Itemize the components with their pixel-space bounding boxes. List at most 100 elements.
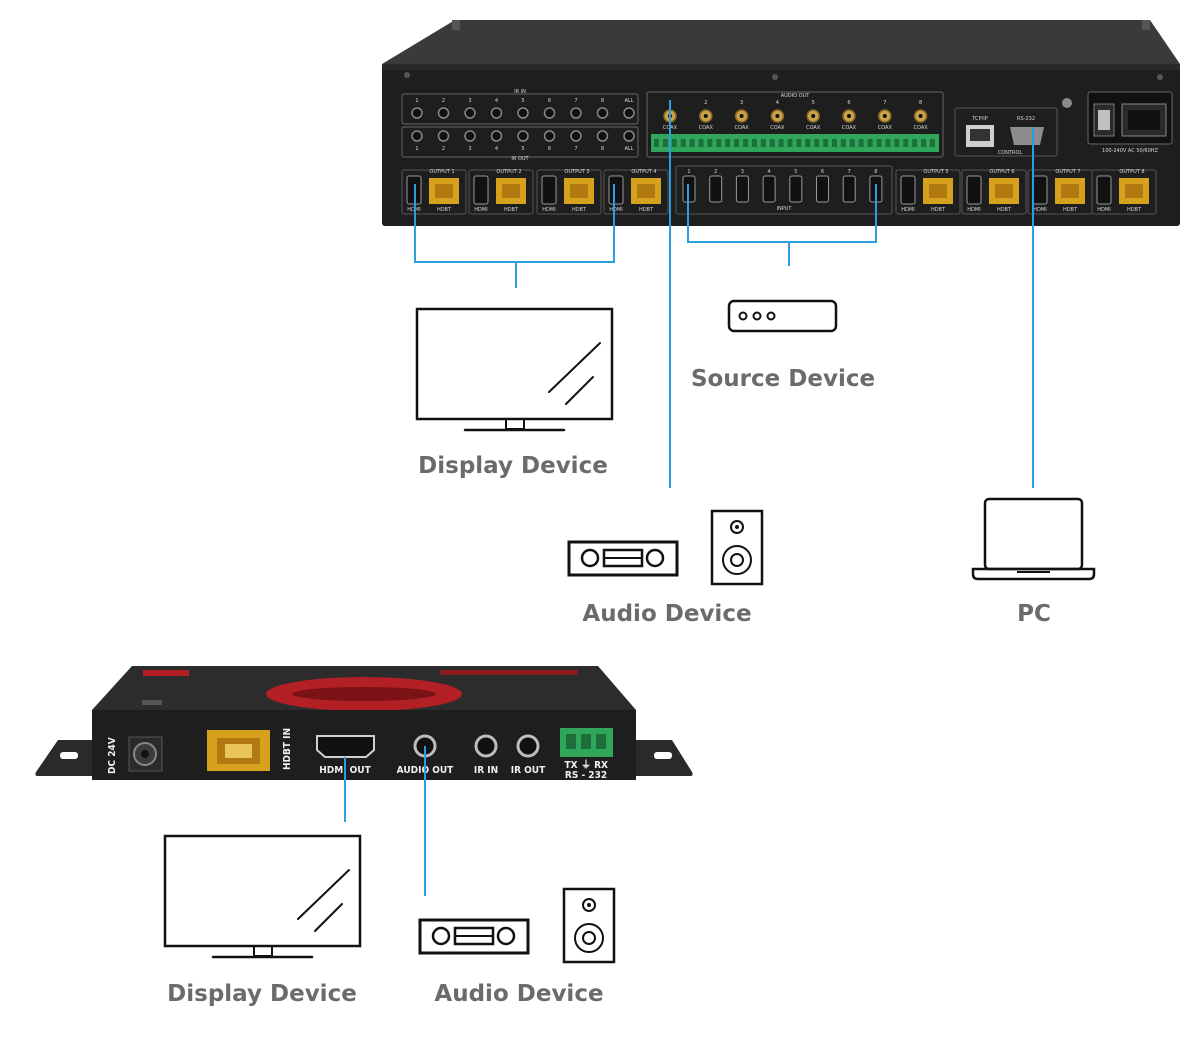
wire-inputs-to-source	[687, 184, 877, 243]
ir-in-jack[interactable]	[464, 107, 476, 119]
hdmi-port[interactable]	[1096, 175, 1112, 205]
ir-out-number: 5	[521, 146, 524, 152]
ir-in-jack[interactable]	[543, 107, 556, 119]
output-block	[468, 169, 534, 215]
audio-label-bottom: Audio Device	[434, 981, 603, 1007]
ir-out-number: 6	[548, 146, 551, 152]
input-hdmi-port[interactable]	[842, 175, 856, 203]
ir-in-label: IR IN	[474, 765, 498, 776]
ir-in-jack[interactable]	[596, 107, 609, 119]
tx-label: TX	[564, 760, 577, 771]
hdmi-label: HDMI	[1033, 207, 1046, 213]
ir-out-title: IR OUT	[511, 156, 529, 162]
ir-out-jack[interactable]	[411, 130, 423, 142]
input-number: 3	[741, 169, 744, 175]
laptop-icon	[971, 497, 1096, 581]
hdmi-label: HDMI	[542, 207, 555, 213]
ir-in-number: 2	[442, 98, 445, 104]
hdbt-label: HDBT	[639, 207, 654, 213]
input-hdmi-port[interactable]	[762, 175, 776, 203]
ir-out-jack[interactable]	[464, 130, 476, 142]
input-hdmi-port[interactable]	[735, 175, 749, 203]
display-label-bottom: Display Device	[167, 981, 357, 1007]
source-label: Source Device	[691, 366, 875, 392]
ir-in-number: 8	[601, 98, 604, 104]
input-number: 7	[848, 169, 851, 175]
hdmi-port[interactable]	[608, 175, 624, 205]
amplifier-icon	[418, 918, 530, 955]
ir-out-jack[interactable]	[570, 130, 582, 142]
ir-out-port[interactable]	[516, 734, 540, 758]
output-label: OUTPUT 1	[429, 169, 454, 175]
hdbt-label: HDBT	[1127, 207, 1142, 213]
input-number: 8	[874, 169, 877, 175]
ir-out-number: 3	[468, 146, 471, 152]
ir-in-port[interactable]	[474, 734, 498, 758]
output-label: OUTPUT 6	[989, 169, 1014, 175]
ir-out-number: 8	[601, 146, 604, 152]
ir-in-number: 5	[521, 98, 524, 104]
input-number: 6	[821, 169, 824, 175]
hdmi-out-port[interactable]	[316, 735, 375, 758]
input-hdmi-port[interactable]	[709, 175, 723, 203]
ir-out-jack[interactable]	[517, 130, 529, 142]
output-label: OUTPUT 4	[631, 169, 656, 175]
output-label: OUTPUT 8	[1119, 169, 1144, 175]
hdbt-label: HDBT	[1063, 207, 1078, 213]
output-block	[961, 169, 1027, 215]
input-hdmi-port[interactable]	[816, 175, 829, 203]
ir-in-jack[interactable]	[490, 107, 503, 119]
output-label: OUTPUT 3	[564, 169, 589, 175]
output-label: OUTPUT 2	[496, 169, 521, 175]
ir-in-jack[interactable]	[570, 107, 582, 119]
audio-out-block: AUDIO OUT 1COAX2COAX3COAX4COAX5COAX6COAX…	[646, 91, 944, 158]
coax-number: 4	[776, 100, 779, 106]
ir-out-jack[interactable]	[490, 130, 503, 142]
amplifier-icon	[567, 540, 679, 577]
ir-out-number: 2	[442, 146, 445, 152]
hdmi-port[interactable]	[473, 175, 489, 205]
output-block	[536, 169, 602, 215]
monitor-icon	[163, 834, 362, 948]
ir-out-jack[interactable]	[543, 130, 556, 142]
ir-out-jack[interactable]	[596, 130, 609, 142]
coax-number: 2	[704, 100, 707, 106]
hdmi-port[interactable]	[541, 175, 557, 205]
ir-out-jack[interactable]	[437, 130, 450, 142]
power-block: 100-240V AC 50/60HZ	[1087, 91, 1173, 154]
rx-label: RX	[594, 760, 608, 771]
output-block	[1091, 169, 1157, 215]
display-label-top: Display Device	[418, 453, 608, 479]
ir-out-label: IR OUT	[511, 765, 546, 776]
hdmi-port[interactable]	[900, 175, 916, 205]
hdmi-label: HDMI	[967, 207, 980, 213]
output-block	[401, 169, 467, 215]
ir-out-number: 4	[495, 146, 498, 152]
ir-in-jack[interactable]	[411, 107, 423, 119]
input-hdmi-port[interactable]	[789, 175, 803, 203]
input-label: INPUT	[777, 206, 793, 212]
power-label: 100-240V AC 50/60HZ	[1102, 148, 1158, 154]
rs232-label-receiver: RS - 232	[565, 770, 607, 781]
ir-in-jack[interactable]	[623, 107, 635, 119]
audio-device-bottom: Audio Device	[418, 887, 616, 1007]
ir-in-number: 7	[574, 98, 577, 104]
hdbt-label: HDBT	[931, 207, 946, 213]
ir-in-jack[interactable]	[437, 107, 450, 119]
coax-label: COAX	[914, 125, 929, 131]
speaker-icon	[710, 509, 764, 586]
ir-in-jack[interactable]	[517, 107, 529, 119]
ir-out-number: 1	[415, 146, 418, 152]
rs232-port[interactable]	[1010, 127, 1044, 145]
coax-label: COAX	[770, 125, 785, 131]
coax-label: COAX	[699, 125, 714, 131]
ir-out-jack[interactable]	[623, 130, 635, 142]
hdmi-label: HDMI	[474, 207, 487, 213]
hdmi-port[interactable]	[966, 175, 982, 205]
hdbt-label: HDBT	[572, 207, 587, 213]
matrix-top-panel	[382, 20, 1180, 64]
hdmi-port[interactable]	[1032, 175, 1048, 205]
